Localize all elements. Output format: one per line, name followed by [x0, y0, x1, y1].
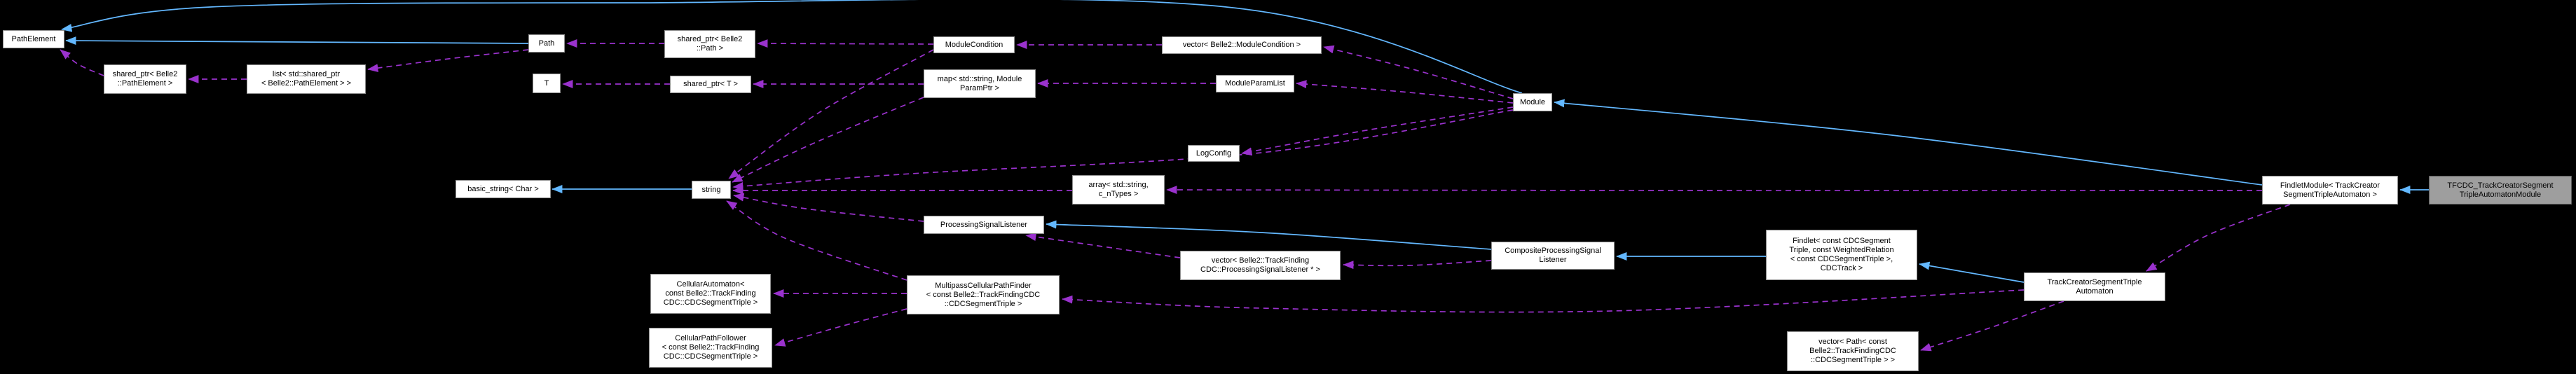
edge-multipasscellularpathfinder-to-cellularpathfollower	[774, 308, 907, 347]
node-shared-ptr-pathelement[interactable]: shared_ptr< Belle2 ::PathElement >	[104, 64, 186, 94]
node-vector-processingsignallistener[interactable]: vector< Belle2::TrackFinding CDC::Proces…	[1180, 251, 1341, 280]
node-t[interactable]: T	[533, 74, 561, 93]
node-string[interactable]: string	[692, 181, 731, 199]
node-modulecondition[interactable]: ModuleCondition	[933, 36, 1015, 53]
node-module[interactable]: Module	[1513, 93, 1552, 111]
node-array-string-cntypes[interactable]: array< std::string, c_nTypes >	[1072, 175, 1165, 205]
node-path[interactable]: Path	[528, 34, 565, 53]
node-shared-ptr-belle2-path[interactable]: shared_ptr< Belle2 ::Path >	[664, 30, 755, 58]
edge-module-to-moduleparamlist	[1296, 80, 1514, 104]
edge-compositeprocessingsignallistener-to-vector-processingsignallistener	[1343, 260, 1492, 270]
edge-path-to-list-shared-ptr-pathelement	[367, 49, 529, 73]
node-tfcdc-trackcreatorsegmenttripleautomatonmodule[interactable]: TFCDC_TrackCreatorSegment TripleAutomato…	[2429, 176, 2572, 205]
edge-multipasscellularpathfinder-to-string	[726, 200, 907, 281]
edge-processingsignallistener-to-string	[733, 193, 924, 222]
edge-module-to-vector-belle2-modulecondition	[1323, 45, 1514, 99]
edge-findletmodule-to-module	[1554, 99, 2263, 186]
node-shared-ptr-t[interactable]: shared_ptr< T >	[670, 76, 751, 93]
node-cellularpathfollower[interactable]: CellularPathFollower < const Belle2::Tra…	[649, 328, 772, 368]
edge-module-to-string	[732, 109, 1514, 191]
node-processingsignallistener[interactable]: ProcessingSignalListener	[924, 216, 1044, 234]
node-trackcreatorsegmenttripleautomaton[interactable]: TrackCreatorSegmentTriple Automaton	[2024, 272, 2165, 301]
node-findlet[interactable]: Findlet< const CDCSegment Triple, const …	[1766, 230, 1917, 280]
edge-path-to-pathelement	[65, 36, 529, 46]
node-list-shared-ptr-pathelement[interactable]: list< std::shared_ptr < Belle2::PathElem…	[247, 64, 366, 94]
edge-module-to-pathelement	[61, 0, 1523, 94]
edge-findletmodule-to-trackcreatorsegmenttripleautomaton	[2146, 204, 2291, 272]
node-vector-path-cdcsegmenttriple[interactable]: vector< Path< const Belle2::TrackFinding…	[1787, 331, 1919, 371]
edge-trackcreatorsegmenttripleautomaton-to-multipasscellularpathfinder	[1062, 289, 2025, 313]
node-findletmodule[interactable]: FindletModule< TrackCreator SegmentTripl…	[2262, 176, 2398, 205]
node-basic-string-char[interactable]: basic_string< Char >	[455, 180, 551, 198]
node-multipasscellularpathfinder[interactable]: MultipassCellularPathFinder < const Bell…	[907, 275, 1060, 314]
edge-modulecondition-to-string	[728, 49, 934, 179]
node-moduleparamlist[interactable]: ModuleParamList	[1216, 75, 1294, 92]
node-cellularautomaton[interactable]: CellularAutomaton< const Belle2::TrackFi…	[650, 274, 771, 314]
node-compositeprocessingsignallistener[interactable]: CompositeProcessingSignal Listener	[1491, 242, 1615, 270]
node-map-string-moduleparamptr[interactable]: map< std::string, Module ParamPtr >	[924, 69, 1036, 98]
node-logconfig[interactable]: LogConfig	[1188, 145, 1240, 162]
edge-findletmodule-to-array-string-cntypes	[1166, 186, 2263, 194]
node-pathelement[interactable]: PathElement	[3, 30, 64, 48]
edge-module-to-logconfig	[1241, 106, 1514, 156]
edge-map-string-moduleparamptr-to-string	[732, 97, 924, 183]
edge-trackcreatorsegmenttripleautomaton-to-findlet	[1919, 261, 2025, 283]
node-vector-belle2-modulecondition[interactable]: vector< Belle2::ModuleCondition >	[1162, 36, 1322, 54]
edge-vector-processingsignallistener-to-processingsignallistener	[1025, 233, 1181, 258]
edge-compositeprocessingsignallistener-to-processingsignallistener	[1046, 220, 1492, 250]
